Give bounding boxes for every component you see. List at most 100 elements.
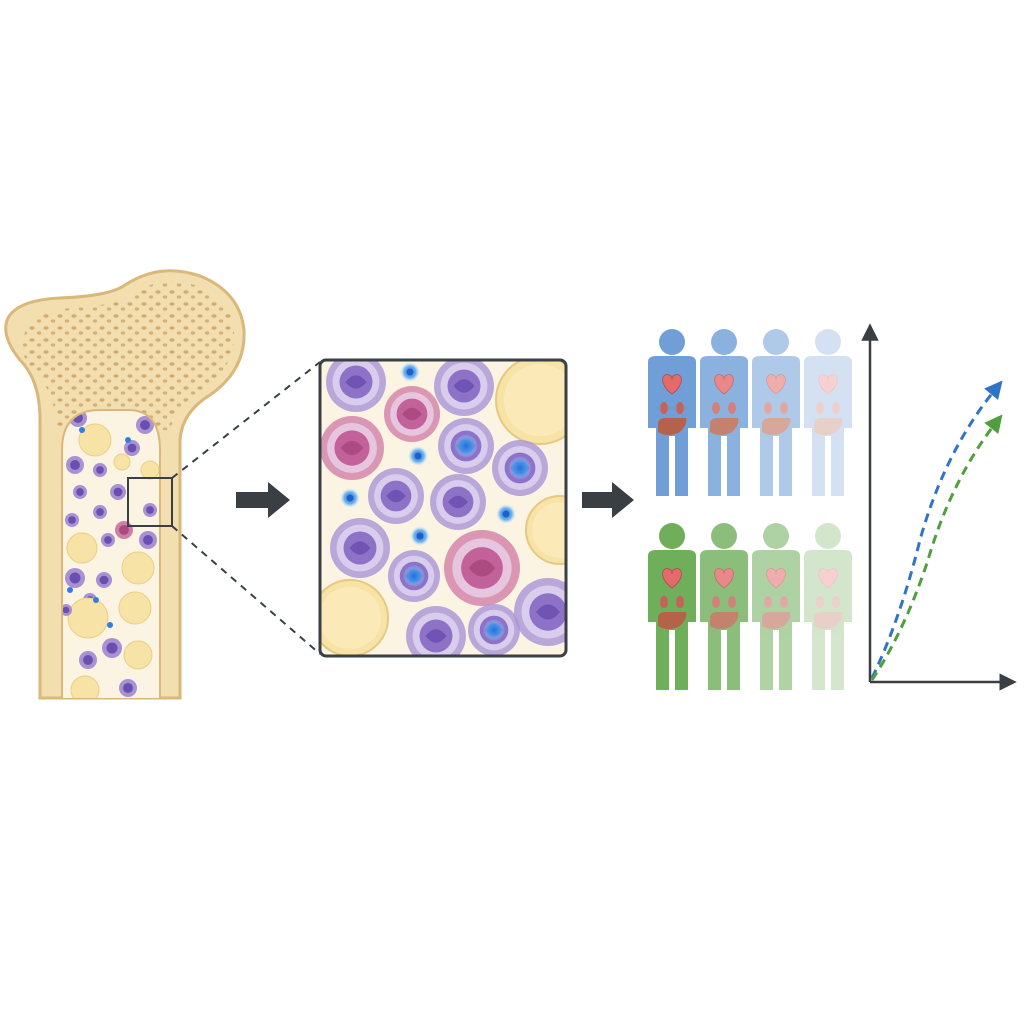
- clone-marker: [400, 362, 420, 382]
- marrow-cell: [65, 513, 79, 527]
- blood-cell: [495, 360, 566, 445]
- trend-line-blue: [870, 380, 1003, 679]
- blood-cell: [525, 495, 566, 565]
- blood-cell: [468, 604, 520, 656]
- kidney-icon: [660, 596, 668, 608]
- blood-cell: [330, 518, 390, 578]
- femur-bone-marrow-icon: [4, 269, 246, 700]
- human-figure-organs-icon: [700, 329, 748, 496]
- human-figure-organs-icon: [804, 329, 852, 496]
- kidney-icon: [816, 596, 824, 608]
- kidney-icon: [676, 596, 684, 608]
- liver-icon: [658, 612, 687, 629]
- marrow-cell: [124, 440, 140, 456]
- flow-arrow-icon: [582, 482, 634, 518]
- kidney-icon: [660, 402, 668, 414]
- marrow-cell: [79, 651, 97, 669]
- heart-icon: [662, 374, 682, 395]
- kidney-icon: [764, 402, 772, 414]
- kidney-icon: [728, 596, 736, 608]
- liver-icon: [762, 418, 791, 435]
- zoom-region-box: [127, 477, 173, 527]
- blood-cell: [368, 468, 424, 524]
- fat-cell: [66, 532, 98, 564]
- blood-cell: [326, 360, 386, 412]
- fat-cell: [121, 551, 155, 585]
- marrow-cavity-outline: [61, 409, 161, 698]
- marrow-cell: [115, 521, 133, 539]
- fat-cell: [113, 453, 131, 471]
- fat-cell: [118, 591, 152, 625]
- clone-marker: [107, 622, 113, 628]
- blood-cell: [438, 418, 494, 474]
- kidney-icon: [780, 402, 788, 414]
- kidney-icon: [728, 402, 736, 414]
- human-figure-organs-icon: [752, 523, 800, 690]
- heart-icon: [714, 374, 734, 395]
- clone-marker: [410, 526, 430, 546]
- trend-plot-icon: [861, 323, 1017, 691]
- cohort-figures: [648, 329, 852, 690]
- clone-marker: [496, 504, 516, 524]
- human-figure-organs-icon: [648, 329, 696, 496]
- blood-cell: [384, 386, 440, 442]
- kidney-icon: [712, 402, 720, 414]
- blood-cell: [430, 474, 486, 530]
- liver-icon: [710, 418, 739, 435]
- marrow-cell: [66, 456, 84, 474]
- marrow-cell: [96, 572, 112, 588]
- heart-icon: [714, 568, 734, 589]
- clone-marker: [340, 488, 360, 508]
- marrow-cell: [139, 531, 157, 549]
- human-figure-organs-icon: [700, 523, 748, 690]
- heart-icon: [818, 568, 838, 589]
- heart-icon: [662, 568, 682, 589]
- blood-cell: [388, 550, 440, 602]
- fat-cell: [70, 675, 100, 698]
- heart-icon: [766, 374, 786, 395]
- clone-marker: [93, 597, 99, 603]
- clone-marker: [79, 427, 85, 433]
- liver-icon: [658, 418, 687, 435]
- kidney-icon: [780, 596, 788, 608]
- marrow-cell: [101, 533, 115, 547]
- fat-cell: [67, 597, 109, 639]
- fat-cell: [140, 460, 160, 480]
- zoom-connector-lines: [171, 361, 321, 655]
- human-figure-organs-icon: [648, 523, 696, 690]
- heart-icon: [818, 374, 838, 395]
- marrow-cell: [102, 638, 122, 658]
- heart-icon: [766, 568, 786, 589]
- flow-arrow-icon: [236, 482, 290, 518]
- marrow-cell: [65, 568, 85, 588]
- liver-icon: [710, 612, 739, 629]
- fat-cell: [78, 423, 112, 457]
- human-figure-organs-icon: [752, 329, 800, 496]
- spongy-bone-head: [21, 281, 235, 430]
- blood-cell: [492, 440, 548, 496]
- zoom-panel-frame: [318, 358, 568, 658]
- marrow-cell: [119, 679, 137, 697]
- kidney-icon: [764, 596, 772, 608]
- kidney-icon: [676, 402, 684, 414]
- marrow-cell: [73, 485, 87, 499]
- marrow-cell: [93, 463, 107, 477]
- blood-cell: [434, 360, 494, 416]
- blood-cell: [320, 416, 384, 480]
- kidney-icon: [712, 596, 720, 608]
- marrow-cell: [110, 484, 126, 500]
- fat-cell: [123, 640, 153, 670]
- marrow-cell: [136, 416, 154, 434]
- kidney-icon: [816, 402, 824, 414]
- clone-marker: [408, 446, 428, 466]
- marrow-cell: [143, 503, 157, 517]
- clone-marker: [125, 437, 131, 443]
- liver-icon: [814, 612, 843, 629]
- blood-cell: [514, 578, 566, 646]
- kidney-icon: [832, 596, 840, 608]
- blood-cell: [406, 606, 466, 656]
- blood-cell: [320, 579, 389, 656]
- liver-icon: [814, 418, 843, 435]
- clone-marker: [67, 587, 73, 593]
